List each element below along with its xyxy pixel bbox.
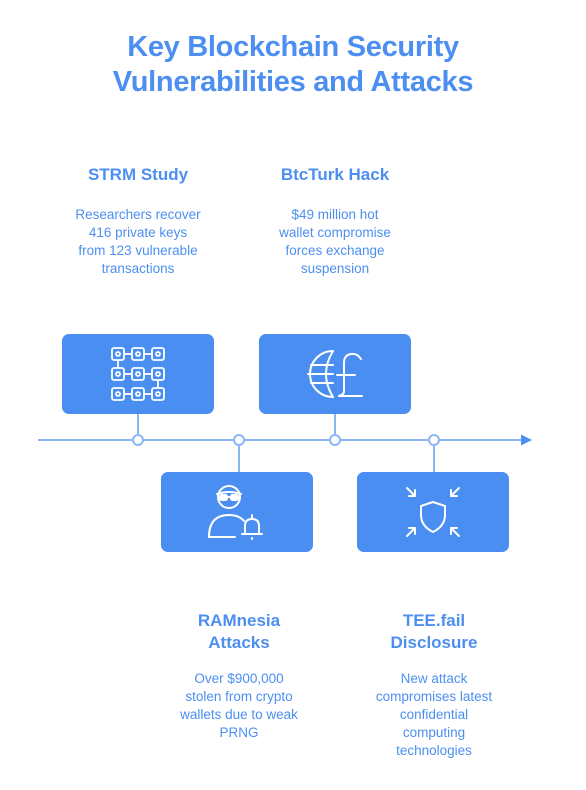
event-desc-teefail-line-2: compromises latest xyxy=(375,689,493,704)
event-desc-ramnesia-line-1: Over $900,000 xyxy=(194,671,284,686)
event-title-ramnesia-line-2: Attacks xyxy=(208,633,270,652)
shield-under-attack-icon xyxy=(406,487,460,537)
event-title-btcturk: BtcTurk Hack xyxy=(240,164,430,186)
title-line-2: Vulnerabilities and Attacks xyxy=(112,66,474,98)
event-title-ramnesia-line-1: RAMnesia xyxy=(197,611,281,630)
event-card-btcturk xyxy=(259,334,411,414)
globe-pound-icon xyxy=(307,350,363,398)
circuit-grid-icon xyxy=(111,347,165,401)
event-desc-ramnesia-line-2: stolen from crypto xyxy=(185,689,293,704)
event-title-strm-line-1: STRM Study xyxy=(87,165,189,184)
event-title-teefail-line-2: Disclosure xyxy=(390,633,478,652)
page-title: Key Blockchain Security Vulnerabilities … xyxy=(0,30,586,100)
event-title-teefail-line-1: TEE.fail xyxy=(402,611,466,630)
event-title-ramnesia: RAMnesia Attacks xyxy=(144,610,334,654)
event-desc-btcturk: $49 million hot wallet compromise forces… xyxy=(250,206,420,278)
event-desc-teefail-line-1: New attack xyxy=(400,671,468,686)
event-title-teefail: TEE.fail Disclosure xyxy=(339,610,529,654)
event-desc-teefail-line-3: confidential xyxy=(399,707,469,722)
event-card-strm xyxy=(62,334,214,414)
event-desc-btcturk-line-1: $49 million hot xyxy=(291,207,379,222)
event-desc-strm-line-1: Researchers recover xyxy=(75,207,201,222)
timeline-arrowhead xyxy=(521,434,532,446)
event-desc-ramnesia-line-4: PRNG xyxy=(219,725,259,740)
event-desc-strm-line-4: transactions xyxy=(101,261,175,276)
event-desc-ramnesia: Over $900,000 stolen from crypto wallets… xyxy=(154,670,324,742)
event-desc-btcturk-line-4: suspension xyxy=(300,261,370,276)
hacker-alert-icon xyxy=(208,485,263,540)
event-desc-strm: Researchers recover 416 private keys fro… xyxy=(53,206,223,278)
event-desc-btcturk-line-3: forces exchange xyxy=(285,243,385,258)
event-desc-ramnesia-line-3: wallets due to weak xyxy=(180,707,298,722)
event-desc-strm-line-2: 416 private keys xyxy=(88,225,188,240)
event-card-ramnesia xyxy=(161,472,313,552)
event-card-teefail xyxy=(357,472,509,552)
timeline-node-teefail xyxy=(428,434,440,446)
title-line-1: Key Blockchain Security xyxy=(127,31,459,63)
timeline-node-strm xyxy=(132,434,144,446)
event-desc-teefail-line-4: computing xyxy=(402,725,466,740)
event-desc-btcturk-line-2: wallet compromise xyxy=(279,225,391,240)
event-title-strm: STRM Study xyxy=(43,164,233,186)
event-desc-strm-line-3: from 123 vulnerable xyxy=(78,243,198,258)
timeline-node-btcturk xyxy=(329,434,341,446)
event-desc-teefail: New attack compromises latest confidenti… xyxy=(349,670,519,760)
event-desc-teefail-line-5: technologies xyxy=(396,743,472,758)
event-title-btcturk-line-1: BtcTurk Hack xyxy=(280,165,390,184)
timeline-node-ramnesia xyxy=(233,434,245,446)
